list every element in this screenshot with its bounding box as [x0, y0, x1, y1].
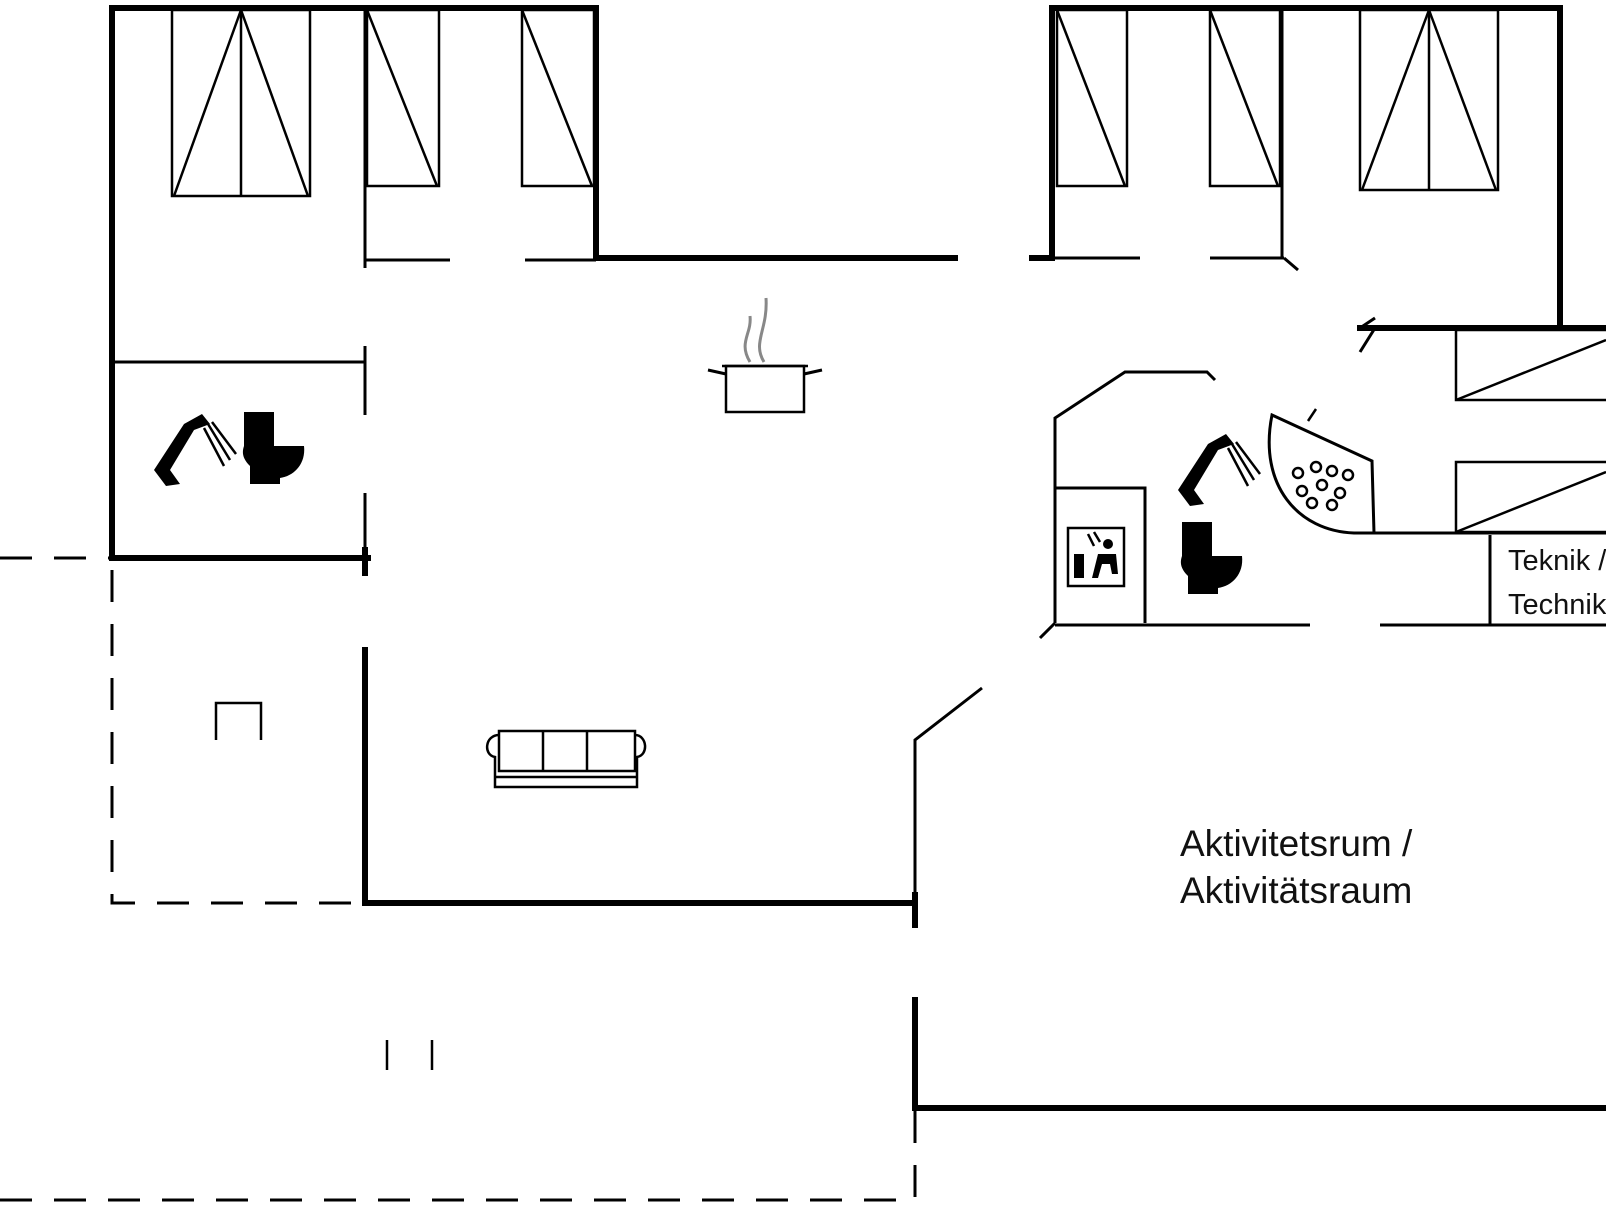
technical-room-label: Teknik /	[1508, 545, 1606, 577]
sauna-icon	[1066, 526, 1126, 588]
living-room-walls	[362, 647, 1606, 1111]
shower-icon	[1178, 434, 1261, 506]
activity-room-label: Aktivitetsrum /	[1180, 823, 1413, 864]
bed-icon	[365, 8, 441, 188]
bed-icon	[520, 8, 596, 188]
bed-icon	[1454, 460, 1606, 534]
terrace-posts	[385, 1040, 434, 1070]
bed-icon	[1208, 8, 1282, 188]
stove-icon	[214, 701, 263, 740]
toilet-icon	[242, 412, 305, 484]
activity-room-label: Aktivitätsraum	[1180, 870, 1412, 911]
whirlpool-icon	[1267, 408, 1376, 535]
bed-icon	[170, 8, 312, 198]
bed-icon	[1454, 328, 1606, 402]
terrace-outline	[0, 556, 917, 1202]
toilet-icon	[1180, 522, 1243, 594]
technical-room-label: Technik	[1508, 589, 1606, 621]
right-wing-walls	[1029, 5, 1606, 640]
bed-icon	[1055, 8, 1129, 188]
left-wing-walls	[109, 5, 958, 576]
bed-icon	[1358, 8, 1500, 192]
sofa-icon	[486, 729, 647, 789]
shower-icon	[154, 414, 237, 486]
cooking-pot-icon	[707, 297, 823, 414]
